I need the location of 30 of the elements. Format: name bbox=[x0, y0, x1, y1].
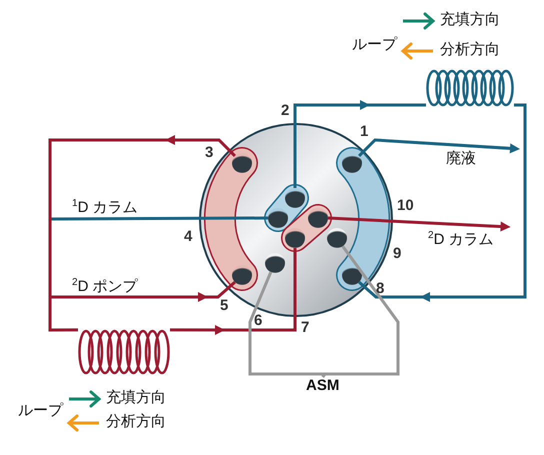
port-number: 9 bbox=[393, 246, 402, 262]
node-label: $^{2}$D カラム bbox=[428, 231, 494, 249]
arrow bbox=[294, 100, 426, 188]
arrow bbox=[328, 216, 511, 232]
port-number: 6 bbox=[254, 313, 262, 329]
loop-label: ループ bbox=[18, 402, 63, 420]
port-number: 5 bbox=[220, 298, 228, 314]
arrow bbox=[358, 138, 520, 157]
arrow bbox=[48, 135, 236, 332]
legend-text: 分析方向 bbox=[106, 413, 166, 431]
connector-line bbox=[50, 216, 268, 220]
port-number: 4 bbox=[184, 229, 192, 245]
node-label: ASM bbox=[306, 377, 340, 395]
port-number: 7 bbox=[301, 320, 310, 336]
node-label: 廃液 bbox=[446, 150, 476, 168]
legend-text: 充填方向 bbox=[106, 389, 166, 407]
port-number: 10 bbox=[397, 198, 414, 214]
node-label: $^{2}$D ポンプ bbox=[72, 278, 138, 296]
port-number: 3 bbox=[205, 145, 214, 161]
arrow bbox=[50, 280, 236, 302]
legend-text: 充填方向 bbox=[440, 11, 500, 29]
connector-line bbox=[322, 245, 400, 378]
legend-text: 分析方向 bbox=[440, 41, 500, 59]
port-number: 1 bbox=[360, 124, 368, 140]
arrow bbox=[170, 248, 296, 335]
arrow bbox=[358, 104, 526, 302]
port-number: 2 bbox=[281, 103, 290, 119]
port-number: 8 bbox=[376, 281, 384, 297]
node-label: $^{1}$D カラム bbox=[72, 199, 138, 217]
loop-label: ループ bbox=[352, 36, 397, 54]
